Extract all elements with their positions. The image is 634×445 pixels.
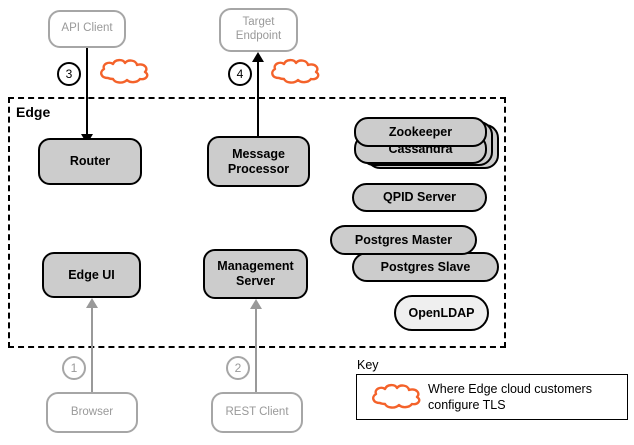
node-target-endpoint-label: Target Endpoint	[235, 16, 282, 42]
badge-2: 2	[226, 356, 250, 380]
node-qpid-server[interactable]: QPID Server	[352, 183, 487, 212]
node-browser[interactable]: Browser	[46, 392, 138, 433]
node-message-processor-label: Message Processor	[227, 146, 290, 176]
edge-boundary	[8, 97, 506, 348]
node-api-client-label: API Client	[61, 22, 113, 35]
connector-api-client-to-router	[86, 48, 88, 145]
badge-1-label: 1	[70, 361, 78, 375]
badge-4-label: 4	[236, 67, 244, 81]
node-management-server[interactable]: Management Server	[203, 249, 308, 299]
badge-2-label: 2	[234, 361, 242, 375]
arrowhead-edge-ui	[86, 298, 98, 308]
node-postgres-master[interactable]: Postgres Master	[330, 225, 477, 255]
connector-rest-client-to-management-server	[255, 307, 257, 398]
node-postgres-master-label: Postgres Master	[354, 232, 453, 247]
node-zookeeper[interactable]: Zookeeper	[354, 117, 487, 147]
node-postgres-slave-label: Postgres Slave	[380, 259, 471, 274]
node-api-client[interactable]: API Client	[48, 10, 126, 48]
node-message-processor[interactable]: Message Processor	[207, 136, 310, 187]
node-postgres-slave[interactable]: Postgres Slave	[352, 252, 499, 282]
legend-text: Where Edge cloud customers configure TLS	[428, 382, 592, 412]
connector-browser-to-edge-ui	[91, 306, 93, 398]
arrowhead-management-server	[250, 299, 262, 309]
node-management-server-label: Management Server	[217, 259, 294, 288]
badge-3: 3	[57, 62, 81, 86]
node-target-endpoint[interactable]: Target Endpoint	[219, 8, 298, 52]
node-edge-ui-label: Edge UI	[68, 267, 115, 282]
node-qpid-server-label: QPID Server	[383, 190, 456, 205]
node-zookeeper-label: Zookeeper	[388, 124, 453, 139]
node-router-label: Router	[69, 154, 111, 169]
node-edge-ui[interactable]: Edge UI	[42, 252, 141, 298]
badge-3-label: 3	[65, 67, 73, 81]
cloud-icon-3	[100, 58, 149, 84]
node-browser-label: Browser	[70, 405, 114, 418]
arrowhead-target-endpoint	[252, 52, 264, 62]
node-router[interactable]: Router	[38, 138, 142, 185]
node-rest-client[interactable]: REST Client	[211, 392, 303, 433]
connector-message-processor-to-target	[257, 60, 259, 140]
edge-label: Edge	[16, 104, 51, 120]
cloud-icon-legend	[372, 383, 421, 409]
node-openldap[interactable]: OpenLDAP	[394, 295, 489, 331]
legend-title: Key	[357, 358, 379, 372]
node-openldap-label: OpenLDAP	[408, 305, 475, 320]
badge-4: 4	[228, 62, 252, 86]
badge-1: 1	[62, 356, 86, 380]
node-rest-client-label: REST Client	[225, 405, 289, 418]
cloud-icon-4	[271, 58, 320, 84]
